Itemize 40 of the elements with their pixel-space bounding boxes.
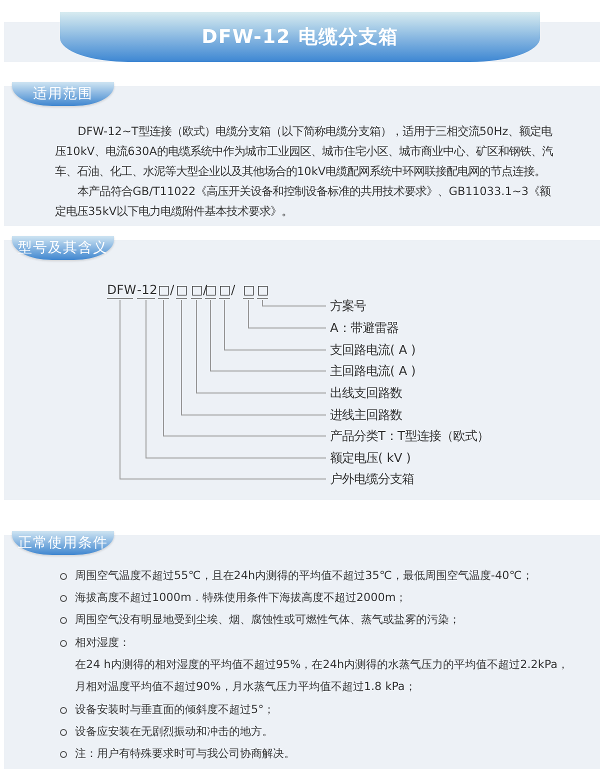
list-item-text: 在24 h内测得的相对湿度的平均值不超过95%，在24h内测得的水蒸气压力的平均值不超过2.2kPa， [75, 657, 568, 673]
model-code-part: □ [219, 282, 230, 299]
leader-line [146, 300, 326, 458]
list-item-text: 月相对温度平均值不超过90%，月水蒸气压力平均值不超过1.8 kPa； [75, 679, 416, 695]
code-meaning-text: 出线支回路数 [330, 385, 402, 401]
model-code-part: □ [257, 282, 268, 299]
code-separator: / [170, 282, 174, 298]
title-banner: DFW-12 电缆分支箱 [60, 12, 540, 62]
leader-line [181, 300, 326, 416]
code-meaning-text: 户外电缆分支箱 [330, 471, 414, 487]
list-item-text: 设备应安装在无剧烈振动和冲击的地方。 [75, 724, 273, 740]
leader-line [248, 300, 326, 328]
leader-line [262, 300, 326, 306]
paragraph: 本产品符合GB/T11022《高压开关设备和控制设备标准的共用技术要求》、GB11033.1~3《额定电压35kV以下电力电缆附件基本技术要求》。 [55, 184, 552, 220]
list-item-text: 周围空气温度不超过55℃，且在24h内测得的平均值不超过35℃，最低周围空气温度-40℃； [75, 568, 533, 584]
code-separator: / [231, 282, 236, 298]
model-code-part: □ [243, 282, 254, 299]
list-item-text: 海拔高度不超过1000m．特殊使用条件下海拔高度不超过2000m； [75, 590, 407, 606]
model-code-part: □ [158, 282, 169, 299]
leader-line [196, 300, 326, 394]
paragraph: DFW-12~T型连接（欧式）电缆分支箱（以下简称电缆分支箱），适用于三相交流50Hz、额定电压10kV、电流630A的电缆系统中作为城市工业园区、城市住宅小区、城市商业中心、矿区和钢铁、汽车、石油、化工、水泥等大型企业以及其他场合的10kV电缆配网系统中环网联接配电网的节点连接。 [55, 124, 554, 180]
list-item-text: 相对湿度： [75, 635, 130, 651]
code-meaning-text: 方案号 [330, 298, 366, 314]
code-meaning-text: 主回路电流( A ) [330, 363, 416, 379]
list-item-text: 设备安装时与垂直面的倾斜度不超过5°； [75, 702, 275, 718]
code-separator: / [203, 282, 208, 298]
code-meaning-text: 进线主回路数 [330, 407, 402, 423]
code-meaning-text: A：带避雷器 [330, 320, 398, 336]
code-meaning-text: 额定电压( kV ) [330, 450, 411, 466]
leader-line [210, 300, 326, 372]
code-meaning-text: 产品分类T：T型连接（欧式） [330, 428, 490, 444]
leader-line [224, 300, 326, 350]
leader-line [120, 300, 326, 480]
code-meaning-text: 支回路电流( A ) [330, 342, 416, 358]
leader-line [163, 300, 326, 436]
model-code-part: □ [176, 282, 187, 299]
model-code-part: □ [191, 282, 202, 299]
list-item-text: 周围空气没有明显地受到尘埃、烟、腐蚀性或可燃性气体、蒸气或盐雾的污染； [75, 612, 460, 628]
model-code-part: -12 [137, 282, 155, 299]
list-item-text: 注：用户有特殊要求时可与我公司协商解决。 [75, 746, 295, 762]
